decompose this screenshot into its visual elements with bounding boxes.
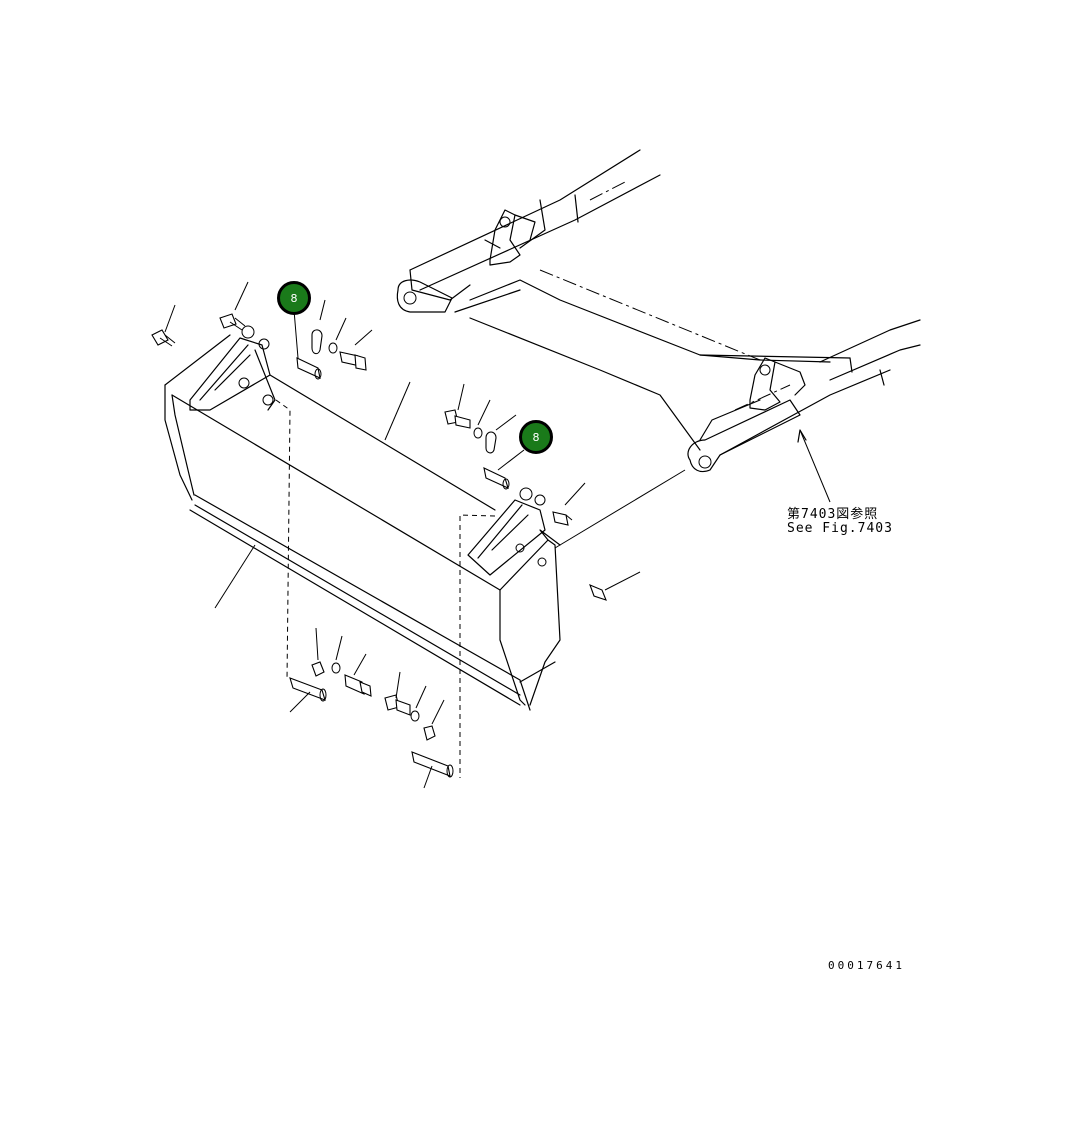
callout-number: 8 <box>532 430 540 444</box>
reference-japanese: 第7403図参照 <box>787 507 879 522</box>
fasteners-bottom <box>275 399 496 789</box>
blade <box>164 325 686 711</box>
reference-english: See Fig.7403 <box>787 521 893 536</box>
callout-number: 8 <box>290 291 298 305</box>
drawing-number: 00017641 <box>828 959 905 972</box>
callout-8-upper[interactable]: 8 <box>277 281 311 315</box>
main-frame <box>396 149 921 503</box>
fasteners-middle <box>444 383 641 601</box>
fasteners-top-left <box>151 281 373 380</box>
callout-8-middle[interactable]: 8 <box>519 420 553 454</box>
